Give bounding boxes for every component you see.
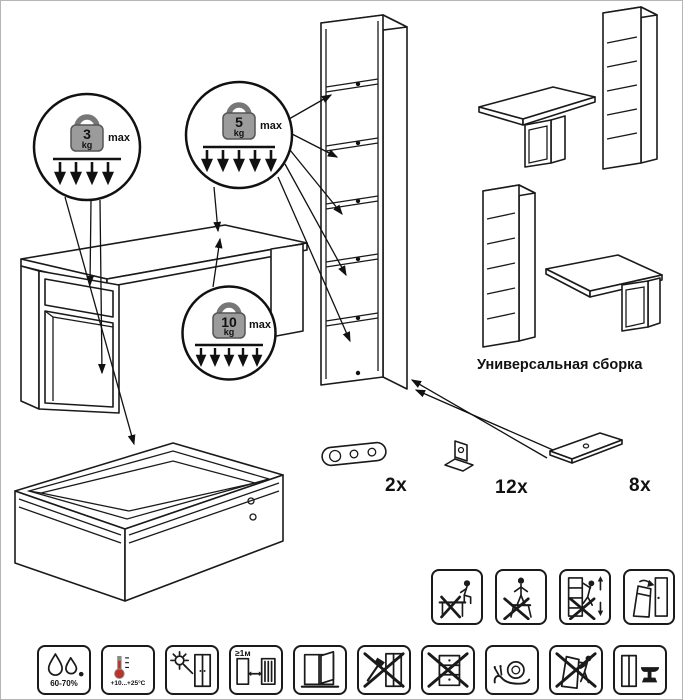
weight-callout-5kg: 5 kg max (183, 79, 295, 191)
weight-max-label: max (249, 319, 272, 331)
small-bookcase-top-drawing (602, 6, 658, 170)
flat-bracket-drawing (549, 432, 623, 464)
oval-plate-drawing (321, 441, 387, 467)
no-sharp-tools-cell (357, 645, 411, 695)
corner-desk-drawing (478, 86, 596, 168)
snail-cell (485, 645, 539, 695)
no-dragging-icon (555, 652, 597, 690)
heavy-load-cell (613, 645, 667, 695)
down-arrows-icon (195, 348, 263, 367)
heater-distance-icon (236, 657, 276, 686)
plate-quantity: 2x (385, 475, 408, 496)
humidity-icon (47, 653, 84, 677)
humidity-cell: 60-70% (37, 645, 91, 695)
weight-max-label: max (260, 120, 283, 132)
tipover-door-icon (632, 577, 668, 618)
anvil-icon (620, 654, 660, 688)
no-sharp-tools-icon (363, 652, 405, 688)
corner-bracket-quantity: 12x (495, 477, 529, 498)
weight-value: 3 (83, 126, 91, 142)
ventilation-cell (293, 645, 347, 695)
snail-icon (493, 661, 531, 685)
humidity-label: 60-70% (50, 679, 78, 688)
heater-distance-cell: ≥1м (229, 645, 283, 695)
sunlight-cell (165, 645, 219, 695)
down-arrows-icon (53, 162, 115, 186)
universal-assembly-label: Универсальная сборка (477, 357, 643, 373)
crossed-dresser-icon (427, 652, 469, 688)
temperature-cell: +10...+25°C (101, 645, 155, 695)
temperature-icon (114, 655, 129, 679)
bookcase-drawing (320, 14, 408, 390)
no-climbing-cell (559, 569, 611, 625)
heater-distance-label: ≥1м (235, 648, 251, 658)
weight-unit: kg (82, 140, 93, 150)
weight-unit: kg (224, 327, 235, 337)
weight-unit: kg (234, 128, 245, 138)
weight-value: 5 (235, 114, 243, 130)
weight-callout-10kg: 10 kg max (179, 283, 279, 383)
no-sitting-cell (431, 569, 483, 625)
mirrored-desk-drawing (545, 254, 663, 332)
weight-value: 10 (221, 314, 237, 330)
flat-bracket-quantity: 8x (629, 475, 652, 496)
avoid-sunlight-icon (170, 650, 212, 688)
no-misuse-drawers-cell (421, 645, 475, 695)
small-bookcase-mid-drawing (482, 184, 536, 348)
no-dragging-cell (549, 645, 603, 695)
window-ventilation-icon (300, 650, 340, 688)
weight-callout-3kg: 3 kg max (31, 91, 143, 203)
corner-bracket-drawing (444, 440, 474, 472)
drawer-drawing (14, 442, 284, 602)
no-standing-icon (503, 577, 532, 620)
no-sitting-icon (438, 580, 472, 619)
no-climbing-icon (567, 576, 604, 620)
weight-max-label: max (108, 132, 131, 144)
tipover-hazard-cell (623, 569, 675, 625)
temperature-label: +10...+25°C (110, 679, 146, 687)
no-standing-cell (495, 569, 547, 625)
down-arrows-icon (200, 150, 278, 173)
